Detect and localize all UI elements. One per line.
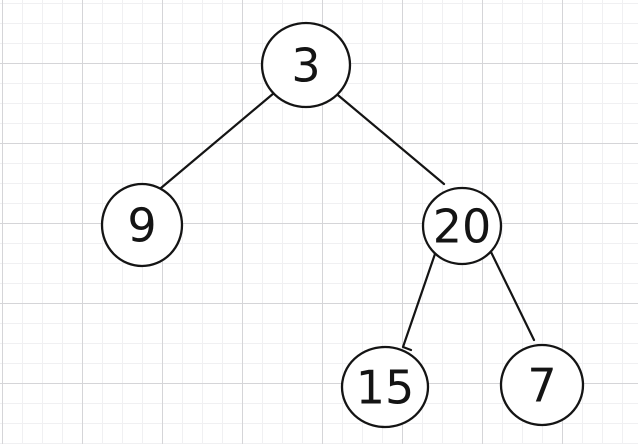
nodes-layer: 3 9 20 15 7	[100, 21, 585, 429]
tree-node-circle-15[interactable]	[340, 345, 430, 429]
tree-node-20[interactable]: 20	[421, 186, 503, 266]
tree-edge-3-9[interactable]	[159, 91, 276, 190]
tree-node-circle-3[interactable]	[260, 21, 352, 109]
tree-node-label-7: 7	[527, 359, 556, 413]
tree-node-label-9: 9	[127, 199, 156, 253]
tree-node-label-15: 15	[356, 361, 415, 415]
tree-edge-3-20[interactable]	[331, 89, 446, 186]
tree-node-circle-7[interactable]	[499, 343, 585, 427]
tree-node-7[interactable]: 7	[499, 343, 585, 427]
tree-node-circle-9[interactable]	[100, 182, 184, 268]
tree-node-circle-20[interactable]	[421, 186, 503, 266]
tree-node-15[interactable]: 15	[340, 345, 430, 429]
tree-node-3[interactable]: 3	[260, 21, 352, 109]
edges-layer	[159, 89, 536, 352]
tree-node-9[interactable]: 9	[100, 182, 184, 268]
tree-node-label-20: 20	[433, 200, 492, 254]
tree-node-label-3: 3	[291, 39, 320, 93]
tree-edge-20-15[interactable]	[401, 249, 438, 352]
tree-edge-20-7[interactable]	[489, 250, 536, 342]
